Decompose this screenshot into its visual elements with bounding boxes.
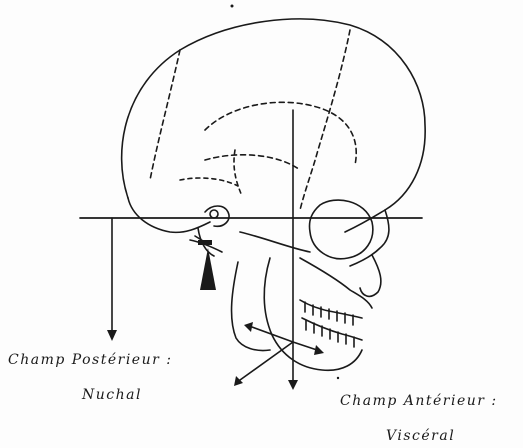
posterior-field-title: Champ Postérieur : xyxy=(8,352,172,368)
orbit xyxy=(309,200,372,259)
anterior-arrow-right xyxy=(293,342,317,350)
downleft-arrowhead xyxy=(234,376,243,386)
black-triangle-marker xyxy=(200,248,216,290)
lambdoid-suture xyxy=(150,50,180,180)
right-arrowhead xyxy=(314,345,324,355)
temporal-suture xyxy=(205,155,300,170)
vertical-arrowhead xyxy=(288,380,298,390)
nasal-aperture xyxy=(360,255,381,296)
posterior-arrowhead xyxy=(107,330,117,341)
posterior-field-subtitle: Nuchal xyxy=(82,387,142,403)
maxilla xyxy=(300,258,372,308)
occipital-curve xyxy=(128,198,210,232)
anterior-field-subtitle: Viscéral xyxy=(386,428,455,444)
anterior-arrow-left xyxy=(252,327,293,342)
cheekbone xyxy=(240,232,310,252)
left-arrowhead xyxy=(244,322,253,332)
cranium-outline xyxy=(122,19,426,232)
anterior-field-title: Champ Antérieur : xyxy=(340,393,498,409)
